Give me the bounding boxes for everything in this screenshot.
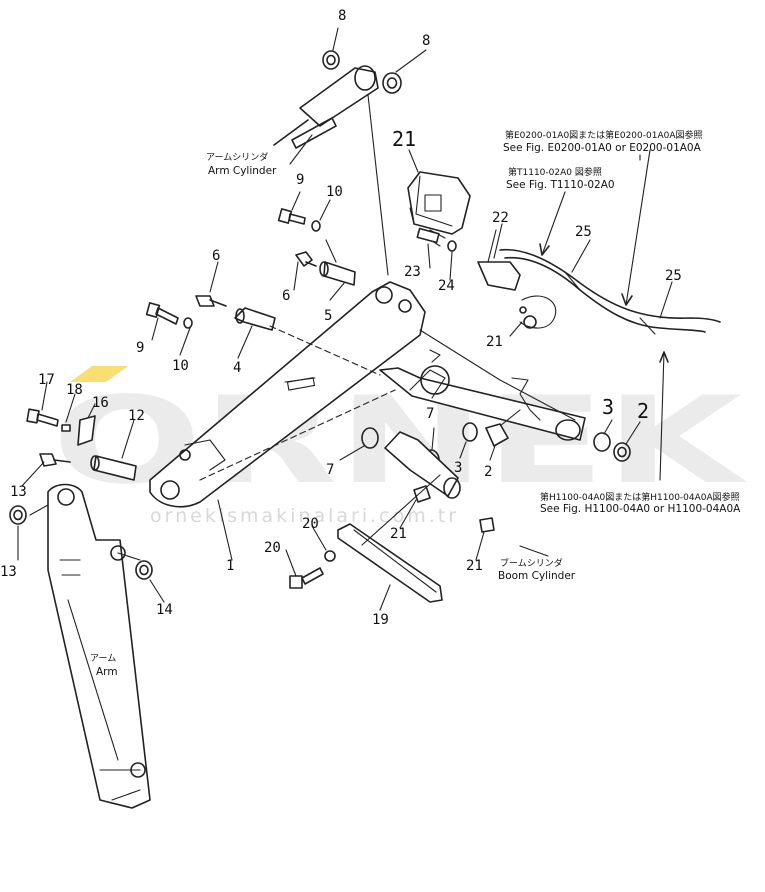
callout: 3 [454, 460, 462, 476]
bolt-18 [289, 567, 324, 589]
callout: 13 [10, 484, 27, 500]
callout: 23 [404, 264, 421, 280]
arm-cylinder-label-en: Arm Cylinder [208, 165, 277, 177]
callout: 17 [38, 372, 55, 388]
arm-cylinder [273, 65, 389, 276]
bolt-9-lower [145, 302, 179, 325]
callout: 10 [172, 358, 189, 374]
callout: 8 [338, 8, 346, 24]
callout: 21 [486, 334, 503, 350]
callout: 8 [422, 33, 430, 49]
callout: 5 [324, 308, 332, 324]
callout: 1 [226, 558, 234, 574]
callout: 10 [326, 184, 343, 200]
callout: 20 [264, 540, 281, 556]
callout: 13 [0, 564, 17, 580]
callout: 6 [212, 248, 220, 264]
arm-cylinder-label-jp: アームシリンダ [206, 151, 268, 163]
callout: 21 [390, 526, 407, 542]
callout: 19 [372, 612, 389, 628]
boom-part [149, 281, 586, 508]
ref-arrows [539, 149, 669, 481]
callout: 4 [233, 360, 241, 376]
callout: 18 [66, 382, 83, 398]
leaders [17, 27, 673, 611]
callout: 20 [302, 516, 319, 532]
ref3-en: See Fig. H1100-04A0 or H1100-04A0A [540, 503, 741, 515]
washer-13-left [9, 505, 27, 525]
boom-cylinder-label-jp: ブームシリンダ [500, 557, 563, 569]
component-labels: アームシリンダ Arm Cylinder ブームシリンダ Boom Cylind… [90, 151, 576, 678]
arm-label-jp: アーム [90, 653, 116, 664]
callout: 12 [128, 408, 145, 424]
washer-19 [324, 550, 336, 562]
reference-notes: 第E0200-01A0図または第E0200-01A0A図参照 See Fig. … [503, 129, 741, 515]
callout: 22 [492, 210, 509, 226]
washer-3-mid [462, 422, 478, 442]
ref3-jp: 第H1100-04A0図または第H1100-04A0A図参照 [540, 491, 740, 503]
fitting-20-right [479, 517, 495, 533]
washer-8-right [382, 72, 402, 94]
ref2-en: See Fig. T1110-02A0 [506, 179, 615, 191]
washer-13-right [135, 560, 153, 580]
callout: 16 [92, 395, 109, 411]
callout: 25 [575, 224, 592, 240]
arm-label-en: Arm [96, 666, 118, 678]
watermark-accent-icon [70, 366, 128, 382]
callout: 6 [282, 288, 290, 304]
callout: 7 [326, 462, 334, 478]
dash-line [269, 325, 381, 376]
bolt-9-upper [277, 208, 306, 225]
callout: 9 [296, 172, 304, 188]
callouts: 8 8 21 9 10 6 6 5 9 10 4 22 25 25 23 24 … [0, 8, 682, 628]
washer-10-lower [183, 317, 193, 329]
lamp-box [407, 171, 521, 291]
callout: 21 [392, 127, 416, 151]
callout: 14 [156, 602, 173, 618]
nut-2-right [613, 442, 631, 462]
ref1-jp: 第E0200-01A0図または第E0200-01A0A図参照 [505, 129, 703, 141]
watermark-url: ornekismakinalari.com.tr [150, 505, 459, 527]
ref2-jp: 第T1110-02A0 図参照 [508, 166, 602, 178]
pin-5 [319, 261, 356, 286]
callout: 24 [438, 278, 455, 294]
fitting-6-lower [195, 295, 227, 307]
washer-7-left [361, 427, 379, 449]
pin-11 [90, 455, 137, 481]
arm-part [47, 483, 151, 809]
callout: 7 [426, 406, 434, 422]
fitting-12 [39, 453, 71, 467]
pin-boom-cyl [384, 431, 461, 499]
washer-3-right [593, 432, 611, 452]
fitting-6-upper [295, 251, 317, 267]
bushing-2-mid [485, 423, 509, 447]
pin-4 [234, 307, 276, 331]
plate-14 [77, 415, 96, 446]
bolt-15 [26, 408, 59, 427]
washer-10-upper [311, 220, 321, 232]
boom-cylinder-label-en: Boom Cylinder [498, 570, 576, 582]
callout: 21 [466, 558, 483, 574]
callout: 3 [602, 395, 614, 419]
washer-16 [61, 424, 71, 432]
ref1-en: See Fig. E0200-01A0 or E0200-01A0A [503, 142, 702, 154]
fitting-20-left [413, 485, 431, 503]
washer-8-left [322, 50, 340, 70]
callout: 25 [665, 268, 682, 284]
callout: 2 [484, 464, 492, 480]
callout: 2 [637, 399, 649, 423]
callout: 9 [136, 340, 144, 356]
